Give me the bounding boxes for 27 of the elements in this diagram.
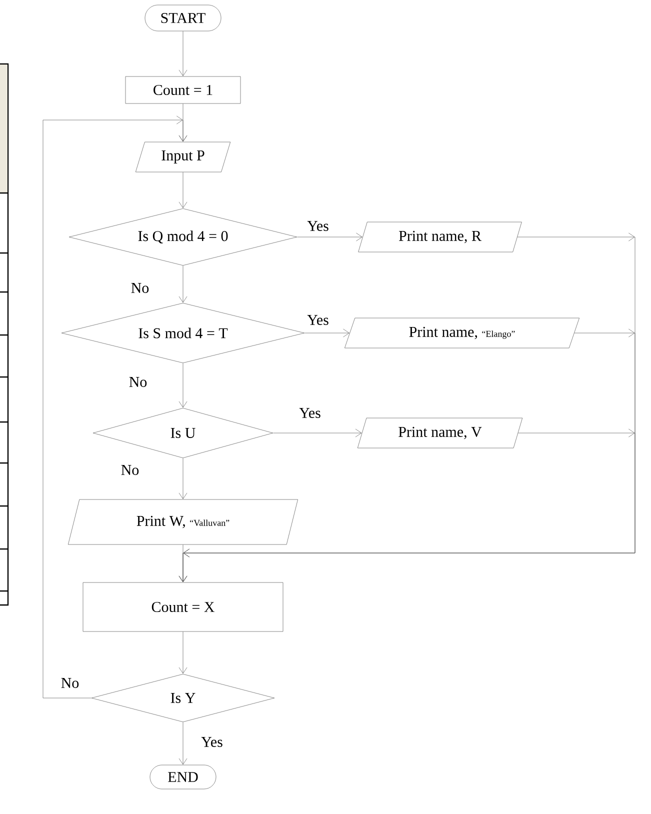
arrow xyxy=(178,544,188,582)
edge-label: No xyxy=(128,376,148,388)
edge-label: Yes xyxy=(200,736,224,748)
arrow xyxy=(178,266,188,303)
edge-label: No xyxy=(130,282,150,294)
output-parallelogram: Print name, V xyxy=(357,418,523,448)
arrow xyxy=(42,116,188,698)
input-parallelogram: Input P xyxy=(135,142,231,172)
output-parallelogram: Print W, “Valluvan” xyxy=(68,499,298,545)
arrow xyxy=(178,31,188,76)
edge-label: Yes xyxy=(298,407,322,419)
output-parallelogram: Print name, R xyxy=(358,222,522,252)
edge-label: No xyxy=(60,677,80,689)
process-box: Count = X xyxy=(82,582,284,632)
output-parallelogram: Print name, “Elango” xyxy=(344,318,580,348)
arrow xyxy=(297,232,362,242)
arrow xyxy=(178,722,188,765)
edge-label: Yes xyxy=(306,220,330,232)
edge-label: No xyxy=(120,464,140,476)
arrow xyxy=(178,172,188,208)
edge-label: Yes xyxy=(306,314,330,326)
arrow xyxy=(273,428,362,438)
arrow xyxy=(178,363,188,408)
arrow xyxy=(178,632,188,674)
process-box: Count = 1 xyxy=(125,76,241,104)
arrow xyxy=(304,328,350,338)
arrow xyxy=(178,458,188,500)
